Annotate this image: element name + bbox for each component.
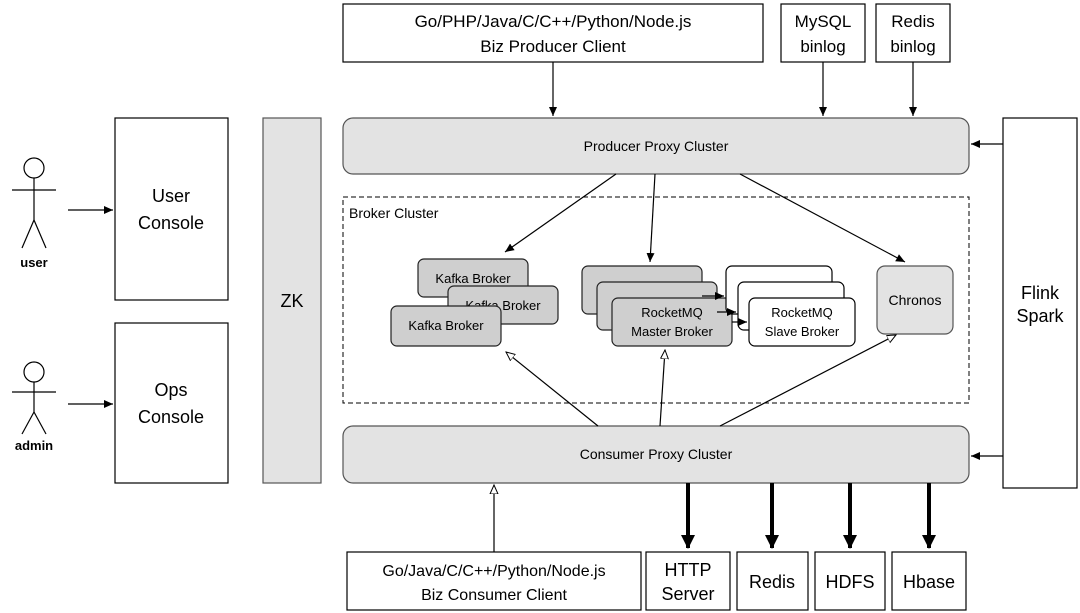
mysql-line1: MySQL <box>795 12 852 31</box>
redis-sink-label: Redis <box>749 572 795 592</box>
mysql-binlog-box: MySQL binlog <box>780 3 866 63</box>
arrow-consumer-rocketmq <box>659 350 665 427</box>
rocketmq-slave-group: RocketMQ Slave Broker <box>702 265 856 347</box>
kafka-back1-label: Kafka Broker <box>435 271 511 286</box>
flink-line2: Spark <box>1016 306 1064 326</box>
arrow-to-kafka <box>504 173 617 253</box>
producer-proxy-label: Producer Proxy Cluster <box>584 138 729 154</box>
rocketmq-master-line2: Master Broker <box>631 324 713 339</box>
redis-binlog-box: Redis binlog <box>875 3 951 63</box>
ops-console-box: Ops Console <box>114 322 229 484</box>
http-line1: HTTP <box>665 560 712 580</box>
arrow-consumer-kafka <box>506 352 599 427</box>
rocketmq-slave-line2: Slave Broker <box>765 324 840 339</box>
rocketmq-slave-line1: RocketMQ <box>771 305 832 320</box>
arrow-consumer-chronos <box>719 335 896 427</box>
producer-client-line2: Biz Producer Client <box>480 37 626 56</box>
arrow-to-rocketmq <box>646 173 656 263</box>
http-line2: Server <box>661 584 714 604</box>
zk-label: ZK <box>280 291 303 311</box>
kafka-broker-front <box>390 305 502 347</box>
consumer-client-line2: Biz Consumer Client <box>421 587 567 604</box>
rocketmq-master-line1: RocketMQ <box>641 305 702 320</box>
producer-client-box: Go/PHP/Java/C/C++/Python/Node.js Biz Pro… <box>342 3 764 63</box>
user-console-line1: User <box>152 186 190 206</box>
mysql-line2: binlog <box>800 37 845 56</box>
hdfs-label: HDFS <box>826 572 875 592</box>
hdfs-box: HDFS <box>814 551 886 611</box>
consumer-client-box: Go/Java/C/C++/Python/Node.js Biz Consume… <box>346 551 642 611</box>
chronos-label: Chronos <box>889 292 942 308</box>
admin-actor-icon <box>12 361 56 435</box>
ops-console-line1: Ops <box>154 380 187 400</box>
consumer-proxy-cluster: Consumer Proxy Cluster <box>342 425 970 484</box>
hbase-box: Hbase <box>891 551 967 611</box>
admin-actor-label: admin <box>15 438 53 453</box>
flink-spark-box: Flink Spark <box>1002 117 1078 489</box>
zk-box: ZK <box>262 117 322 484</box>
redis-binlog-line1: Redis <box>891 12 934 31</box>
user-actor-icon <box>12 157 56 249</box>
user-actor-label: user <box>20 255 47 270</box>
redis-binlog-line2: binlog <box>890 37 935 56</box>
broker-cluster: Broker Cluster <box>342 196 970 404</box>
producer-client-line1: Go/PHP/Java/C/C++/Python/Node.js <box>415 12 692 31</box>
consumer-proxy-label: Consumer Proxy Cluster <box>580 446 733 462</box>
producer-proxy-cluster: Producer Proxy Cluster <box>342 117 970 175</box>
kafka-broker-group: Kafka Broker Kafka Broker Kafka Broker <box>390 258 559 347</box>
broker-cluster-label: Broker Cluster <box>349 205 439 221</box>
flink-line1: Flink <box>1021 283 1060 303</box>
redis-sink-box: Redis <box>736 551 809 611</box>
ops-console-line2: Console <box>138 407 204 427</box>
user-console-box: User Console <box>114 117 229 301</box>
arrow-to-chronos <box>739 173 906 263</box>
consumer-client-line1: Go/Java/C/C++/Python/Node.js <box>382 563 605 580</box>
chronos-box: Chronos <box>876 265 954 335</box>
http-server-box: HTTP Server <box>645 551 731 611</box>
user-console-line2: Console <box>138 213 204 233</box>
hbase-label: Hbase <box>903 572 955 592</box>
kafka-front-label: Kafka Broker <box>408 318 484 333</box>
rocketmq-slave-front <box>748 297 856 347</box>
rocketmq-master-group: RocketMQ Master Broker <box>581 265 733 347</box>
